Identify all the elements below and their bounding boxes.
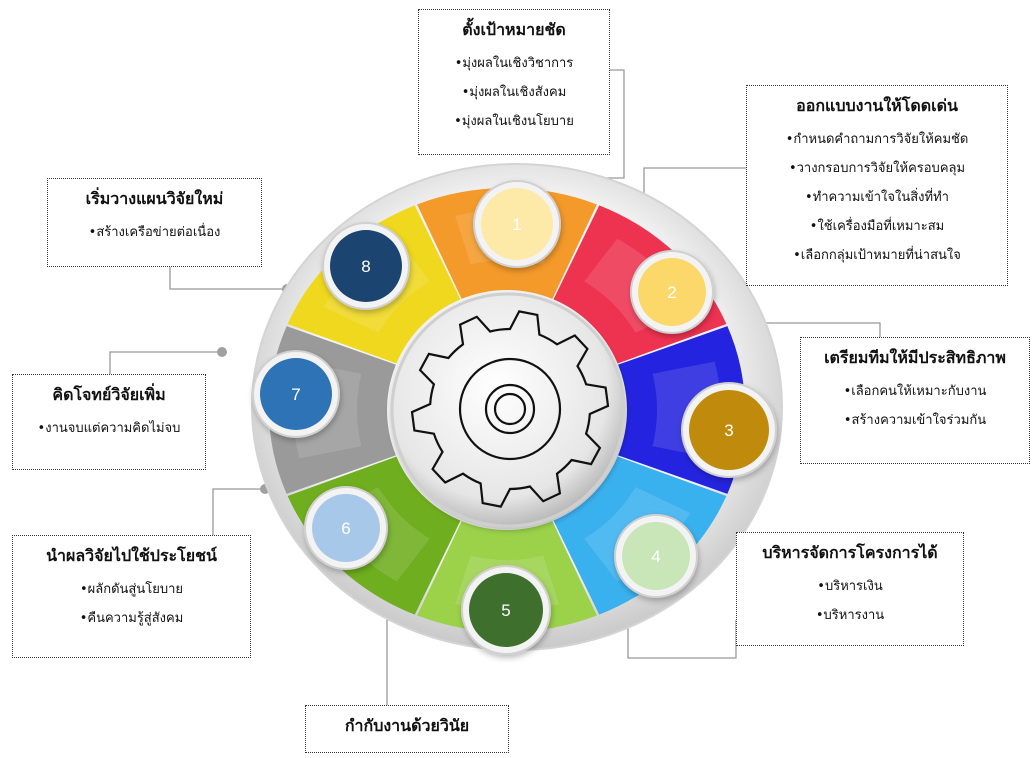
step-number-circles: 1 2 3 4 5 6 7 8 [252, 180, 777, 655]
number-circle-3 [689, 390, 769, 470]
step-4-box: บริหารจัดการโครงการได้ บริหารเงิน บริหาร… [736, 532, 964, 646]
step-8-item: สร้างเครือข่ายต่อเนื่อง [48, 218, 261, 247]
number-circle-6 [312, 494, 380, 562]
step-3-item: สร้างความเข้าใจร่วมกัน [801, 406, 1029, 435]
connector-8 [169, 267, 287, 290]
step-number-7: 7 [291, 385, 300, 404]
gear-icon [410, 310, 610, 508]
step-1-item: มุ่งผลในเชิงนโยบาย [419, 107, 609, 136]
step-5-box: กำกับงานด้วยวินัย [305, 705, 509, 753]
step-2-item: ใช้เครื่องมือที่เหมาะสม [747, 212, 1007, 241]
step-4-title: บริหารจัดการโครงการได้ [762, 543, 938, 562]
step-6-title: นำผลวิจัยไปใช้ประโยชน์ [46, 546, 217, 565]
step-2-box: ออกแบบงานให้โดดเด่น กำหนดคำถามการวิจัยให… [746, 85, 1008, 286]
step-8-list: สร้างเครือข่ายต่อเนื่อง [48, 218, 261, 247]
step-5-title: กำกับงานด้วยวินัย [344, 716, 470, 735]
step-2-item: กำหนดคำถามการวิจัยให้คมชัด [747, 125, 1007, 154]
step-1-title: ตั้งเป้าหมายชัด [462, 20, 566, 39]
step-7-title: คิดโจทย์วิจัยเพิ่ม [52, 385, 166, 404]
step-number-1: 1 [512, 215, 521, 234]
step-8-box: เริ่มวางแผนวิจัยใหม่ สร้างเครือข่ายต่อเน… [47, 178, 262, 267]
step-3-item: เลือกคนให้เหมาะกับงาน [801, 377, 1029, 406]
step-number-2: 2 [667, 283, 676, 302]
step-7-box: คิดโจทย์วิจัยเพิ่ม งานจบแต่ความคิดไม่จบ [12, 374, 206, 470]
step-number-5: 5 [501, 601, 510, 620]
step-1-box: ตั้งเป้าหมายชัด มุ่งผลในเชิงวิชาการ มุ่ง… [418, 9, 610, 155]
step-1-item: มุ่งผลในเชิงวิชาการ [419, 49, 609, 78]
step-1-item: มุ่งผลในเชิงสังคม [419, 78, 609, 107]
step-7-list: งานจบแต่ความคิดไม่จบ [13, 414, 205, 443]
step-number-6: 6 [341, 519, 350, 538]
step-3-title: เตรียมทีมให้มีประสิทธิภาพ [824, 348, 1006, 367]
step-4-item: บริหารเงิน [737, 572, 963, 601]
number-circle-5 [469, 573, 543, 647]
step-6-item: คืนความรู้สู่สังคม [13, 604, 250, 633]
number-circle-8 [330, 230, 402, 302]
connector-6 [212, 488, 265, 535]
connector-dot-7 [217, 347, 227, 357]
step-6-list: ผลักดันสู่นโยบาย คืนความรู้สู่สังคม [13, 575, 250, 633]
step-number-4: 4 [651, 547, 660, 566]
step-7-item: งานจบแต่ความคิดไม่จบ [13, 414, 205, 443]
step-1-list: มุ่งผลในเชิงวิชาการ มุ่งผลในเชิงสังคม มุ… [419, 49, 609, 136]
step-2-item: เลือกกลุ่มเป้าหมายที่น่าสนใจ [747, 241, 1007, 270]
center-hub [390, 292, 626, 528]
step-number-8: 8 [361, 257, 370, 276]
step-6-box: นำผลวิจัยไปใช้ประโยชน์ ผลักดันสู่นโยบาย … [12, 535, 251, 658]
step-2-list: กำหนดคำถามการวิจัยให้คมชัด วางกรอบการวิจ… [747, 125, 1007, 270]
step-3-list: เลือกคนให้เหมาะกับงาน สร้างความเข้าใจร่ว… [801, 377, 1029, 435]
number-circle-2 [638, 258, 706, 326]
connector-7 [109, 351, 222, 374]
step-6-item: ผลักดันสู่นโยบาย [13, 575, 250, 604]
number-circle-1 [481, 188, 553, 260]
step-3-box: เตรียมทีมให้มีประสิทธิภาพ เลือกคนให้เหมา… [800, 337, 1030, 464]
number-circle-4 [622, 522, 690, 590]
step-2-item: ทำความเข้าใจในสิ่งที่ทำ [747, 183, 1007, 212]
step-4-item: บริหารงาน [737, 601, 963, 630]
step-number-3: 3 [724, 421, 733, 440]
number-circle-7 [260, 358, 332, 430]
step-4-list: บริหารเงิน บริหารงาน [737, 572, 963, 630]
step-2-item: วางกรอบการวิจัยให้ครอบคลุม [747, 154, 1007, 183]
step-2-title: ออกแบบงานให้โดดเด่น [796, 96, 958, 115]
step-8-title: เริ่มวางแผนวิจัยใหม่ [85, 189, 224, 208]
